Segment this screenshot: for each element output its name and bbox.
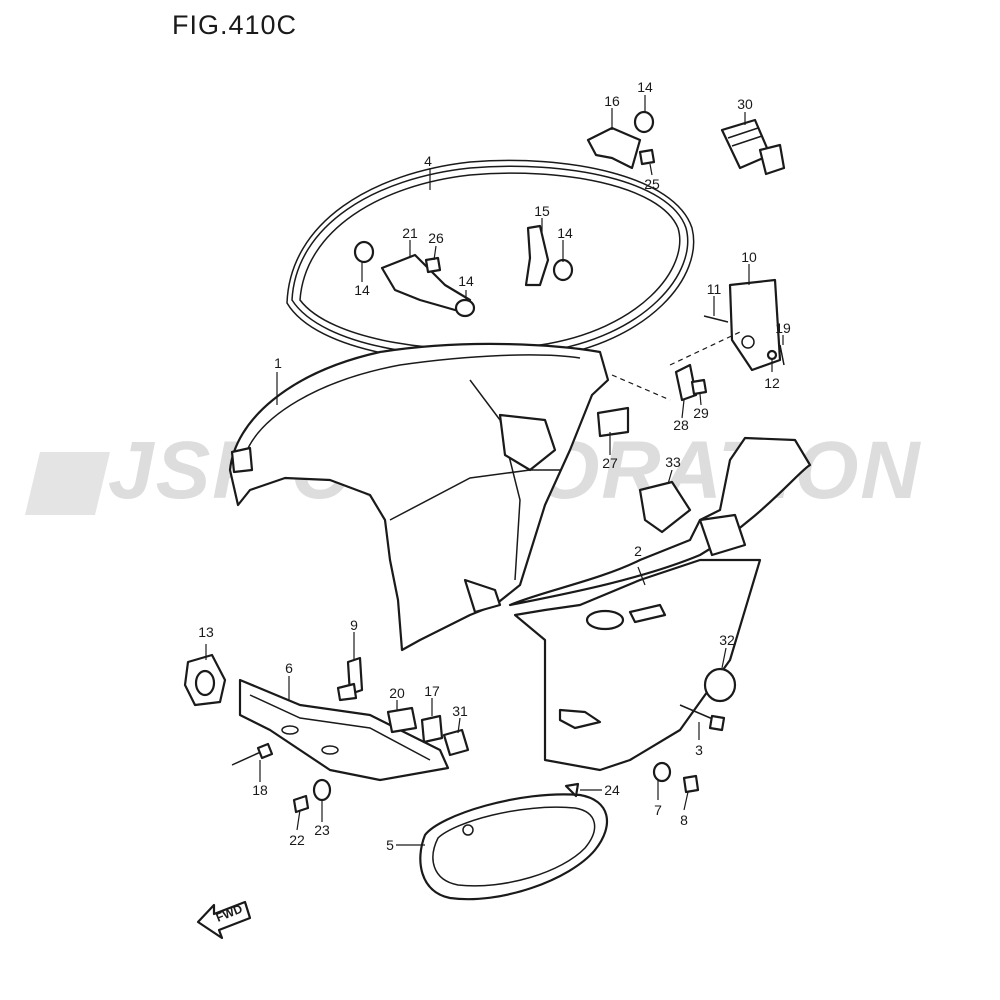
callout-31: 31 [452, 703, 468, 719]
callout-9: 9 [350, 617, 358, 633]
part-33-grommet [638, 480, 692, 534]
callout-labels: 1 2 3 4 5 6 7 8 9 10 11 12 13 14 14 14 1… [198, 79, 791, 853]
callout-13: 13 [198, 624, 214, 640]
figure-title: FIG.410C [172, 10, 298, 40]
part-2-right-cover [508, 436, 812, 772]
part-1-left-cover [228, 342, 610, 652]
part-7-collar [652, 761, 672, 783]
callout-12: 12 [764, 375, 780, 391]
callout-24: 24 [604, 782, 620, 798]
callout-14-right: 14 [557, 225, 573, 241]
callout-2: 2 [634, 543, 642, 559]
part-29-bolt [690, 378, 708, 396]
callout-29: 29 [693, 405, 709, 421]
part-20-cushion [386, 706, 418, 734]
part-18-bolt [231, 742, 274, 766]
callout-4: 4 [424, 153, 432, 169]
callout-30: 30 [737, 96, 753, 112]
part-16-bracket [586, 126, 642, 170]
leader-lines [205, 95, 784, 846]
callout-33: 33 [665, 454, 681, 470]
part-3-bolt [679, 704, 726, 732]
part-23-collar [312, 778, 332, 802]
callout-14-center: 14 [458, 273, 474, 289]
callout-28: 28 [673, 417, 689, 433]
callout-6: 6 [285, 660, 293, 676]
part-17-collar [420, 714, 444, 744]
callout-5: 5 [386, 837, 394, 853]
part-22-bolt [292, 794, 310, 814]
callout-19: 19 [775, 320, 791, 336]
callout-15: 15 [534, 203, 550, 219]
part-32-cap [703, 667, 737, 703]
callout-20: 20 [389, 685, 405, 701]
callout-10: 10 [741, 249, 757, 265]
callout-25: 25 [644, 176, 660, 192]
part-6-lower-bracket [238, 678, 450, 782]
callout-16: 16 [604, 93, 620, 109]
part-13-grommet [183, 653, 227, 707]
callout-22: 22 [289, 832, 305, 848]
callout-14-left: 14 [354, 282, 370, 298]
part-14-cushion-right [552, 258, 574, 282]
callout-21: 21 [402, 225, 418, 241]
part-27-cushion [596, 406, 630, 438]
callout-1: 1 [274, 355, 282, 371]
fwd-direction-arrow: FWD [196, 900, 252, 940]
callout-3: 3 [695, 742, 703, 758]
part-30-fitting [720, 118, 786, 176]
part-9-clip [336, 656, 364, 702]
part-12-washer [766, 349, 778, 361]
part-4-seal-ring [286, 159, 695, 363]
part-25-bolt [638, 148, 656, 166]
callout-18: 18 [252, 782, 268, 798]
callout-17: 17 [424, 683, 440, 699]
part-5-lower-seal [419, 793, 609, 901]
part-14-cushion-center [454, 298, 476, 318]
callout-14-top: 14 [637, 79, 653, 95]
part-26-bolt [424, 256, 442, 274]
callout-7: 7 [654, 802, 662, 818]
part-19-pin [779, 344, 785, 366]
part-11-pin [703, 315, 729, 323]
callout-23: 23 [314, 822, 330, 838]
callout-26: 26 [428, 230, 444, 246]
part-28-hook [674, 363, 698, 402]
part-31-clamp [442, 728, 470, 757]
part-15-bracket [524, 224, 550, 287]
part-24-screw [564, 782, 580, 798]
part-14-cushion-left [353, 240, 375, 264]
callout-32: 32 [719, 632, 735, 648]
part-10-latch [728, 278, 782, 372]
callout-27: 27 [602, 455, 618, 471]
part-14-cushion-top [633, 110, 655, 134]
callout-8: 8 [680, 812, 688, 828]
callout-11: 11 [707, 281, 722, 297]
part-8-bolt [682, 774, 700, 794]
